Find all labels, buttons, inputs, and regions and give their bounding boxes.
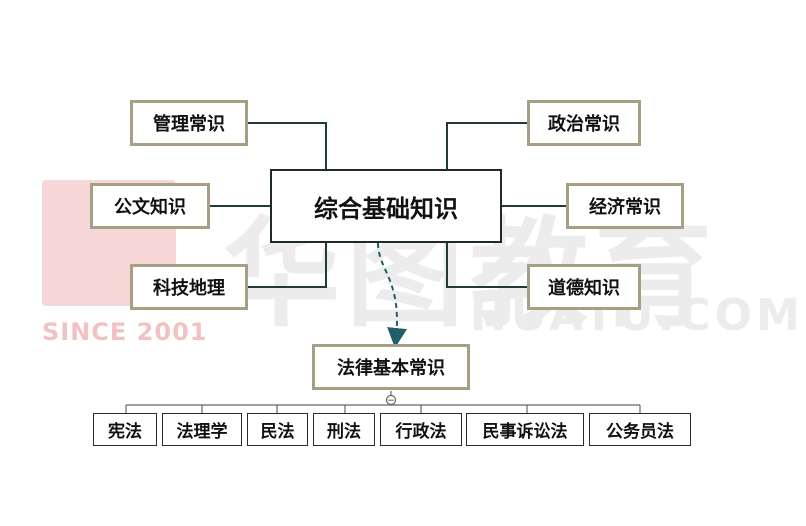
dashed-arrow <box>377 242 407 348</box>
connector-tech-geo <box>248 243 327 288</box>
leaf-administrative-law[interactable]: 行政法 <box>380 413 462 446</box>
connector-management <box>248 122 327 169</box>
leaf-civil-servant-law[interactable]: 公务员法 <box>589 413 691 446</box>
node-economics[interactable]: 经济常识 <box>566 183 684 229</box>
leaf-civil-law[interactable]: 民法 <box>247 413 308 446</box>
node-law[interactable]: 法律基本常识 <box>312 344 470 390</box>
connector-ethics <box>446 243 527 288</box>
node-politics[interactable]: 政治常识 <box>527 100 641 146</box>
leaf-constitution[interactable]: 宪法 <box>93 413 157 446</box>
leaf-civil-procedure[interactable]: 民事诉讼法 <box>466 413 584 446</box>
node-document[interactable]: 公文知识 <box>90 183 210 229</box>
leaf-criminal-law[interactable]: 刑法 <box>313 413 375 446</box>
node-ethics[interactable]: 道德知识 <box>527 264 641 310</box>
watermark-since: SINCE 2001 <box>42 318 208 346</box>
node-tech-geo[interactable]: 科技地理 <box>130 264 248 310</box>
leaf-jurisprudence[interactable]: 法理学 <box>162 413 242 446</box>
node-management[interactable]: 管理常识 <box>130 100 248 146</box>
center-node[interactable]: 综合基础知识 <box>270 169 502 243</box>
collapse-toggle-icon: − <box>387 396 395 406</box>
connector-politics <box>446 122 527 169</box>
